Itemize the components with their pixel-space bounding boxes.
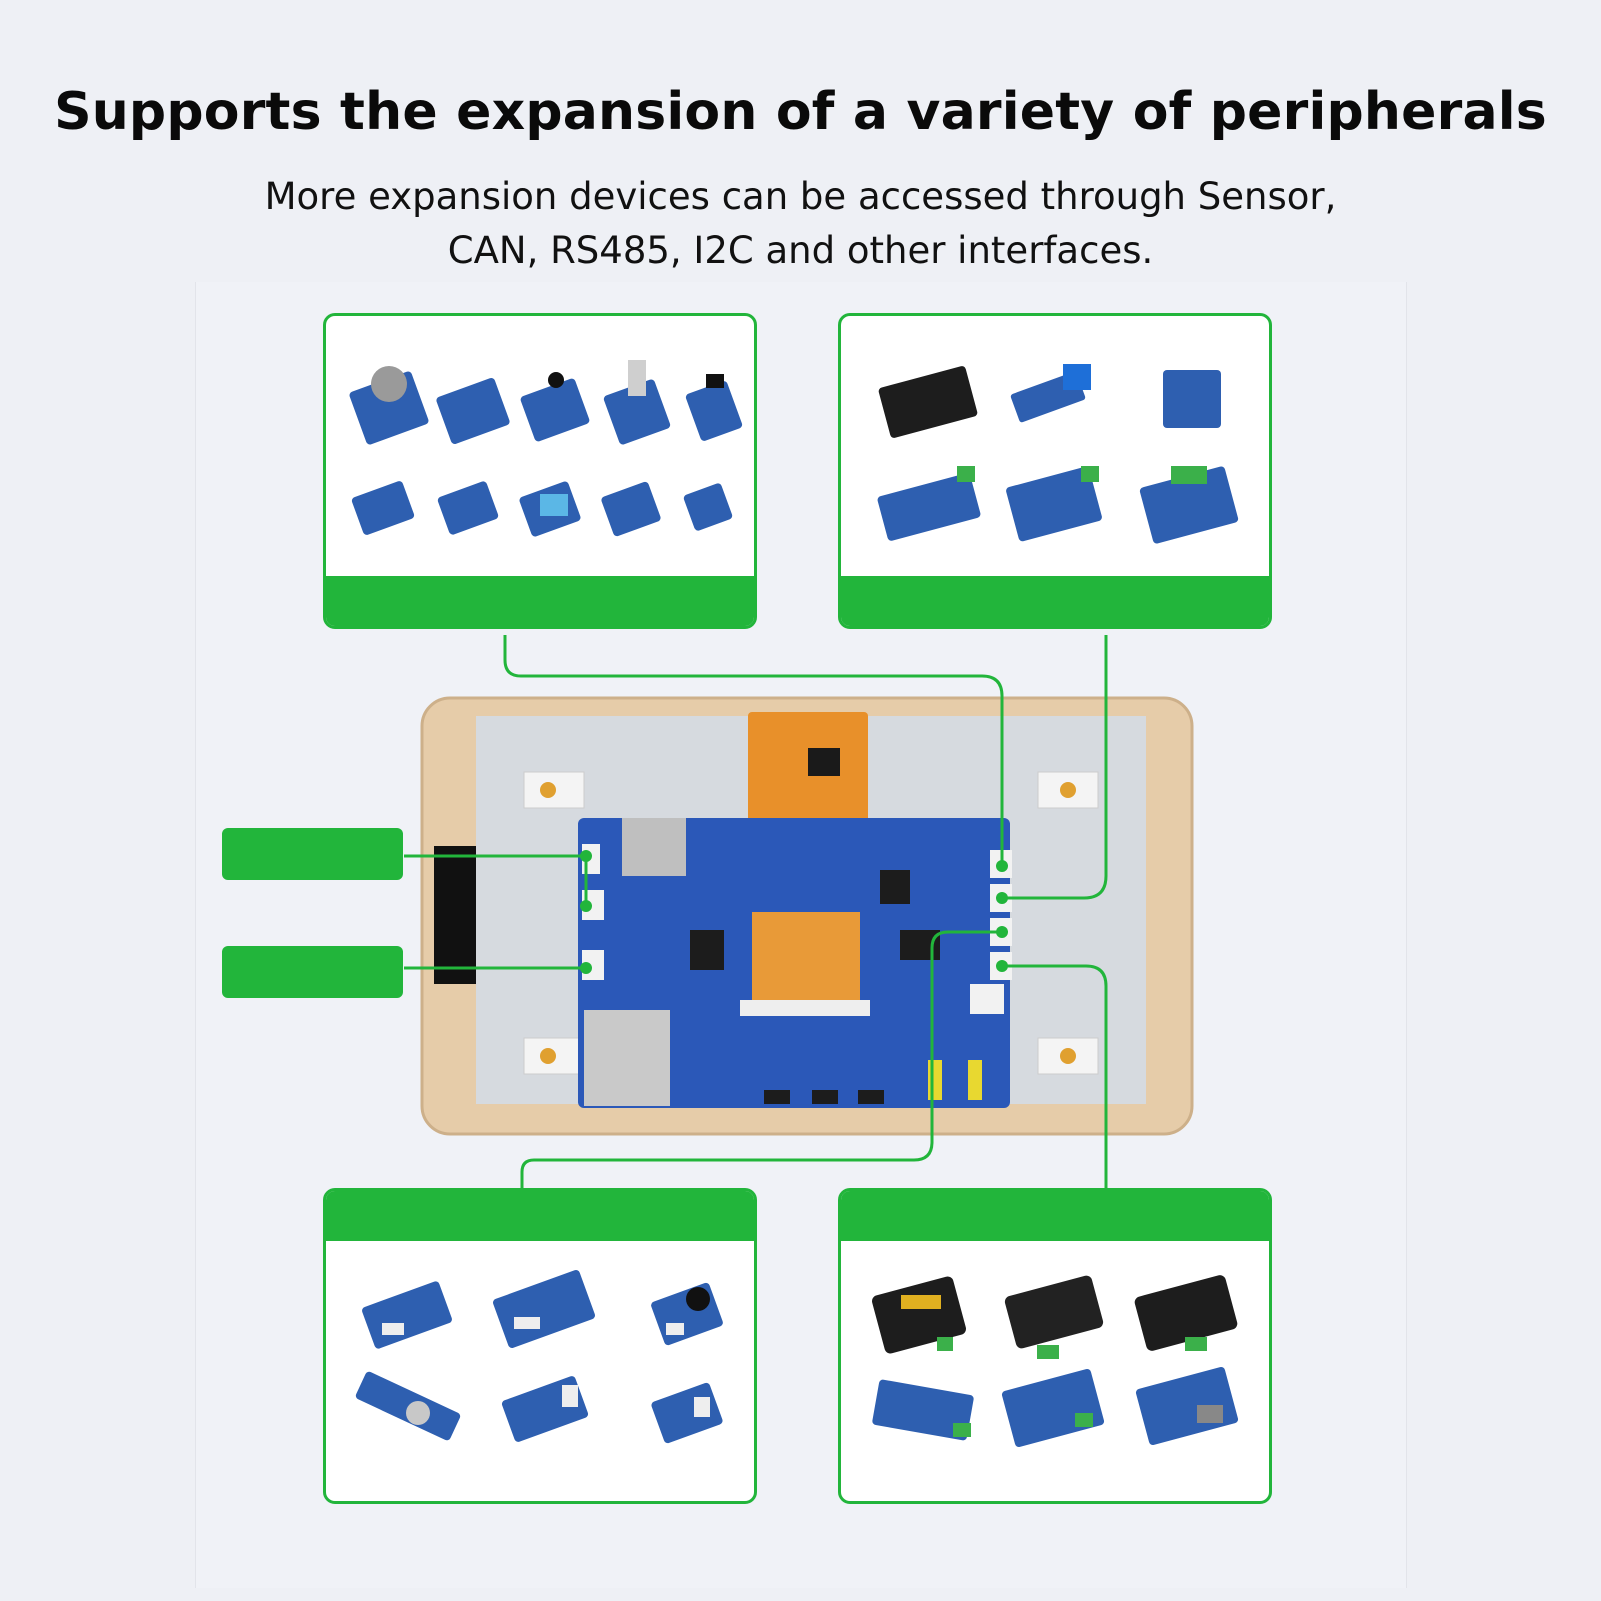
sensor-modules-box <box>323 313 757 629</box>
page-subtitle: More expansion devices can be accessed t… <box>0 170 1601 278</box>
line-can <box>1002 635 1108 900</box>
i2c-label-bar <box>326 1191 754 1241</box>
subtitle-line-2: CAN, RS485, I2C and other interfaces. <box>447 229 1154 272</box>
page-title: Supports the expansion of a variety of p… <box>54 82 1547 142</box>
i2c-module-icon <box>355 1269 723 1444</box>
sensor-module-icon <box>349 360 743 537</box>
can-module-icon <box>877 364 1239 544</box>
uart-label-bar <box>222 828 403 880</box>
line-i2c <box>520 930 1002 1190</box>
line-sensor <box>503 635 1004 866</box>
can-modules-box <box>838 313 1272 629</box>
subtitle-line-1: More expansion devices can be accessed t… <box>264 175 1337 218</box>
rs485-modules-box <box>838 1188 1272 1504</box>
sensor-label-bar <box>326 576 754 626</box>
can-label-bar <box>841 576 1269 626</box>
i2c-modules-box <box>323 1188 757 1504</box>
line-rs485 <box>1002 964 1108 1190</box>
side-connector <box>434 846 476 984</box>
fpc-cable <box>748 712 868 852</box>
usb-label-bar <box>222 946 403 998</box>
rs485-label-bar <box>841 1191 1269 1241</box>
rs485-module-icon <box>872 1275 1239 1448</box>
